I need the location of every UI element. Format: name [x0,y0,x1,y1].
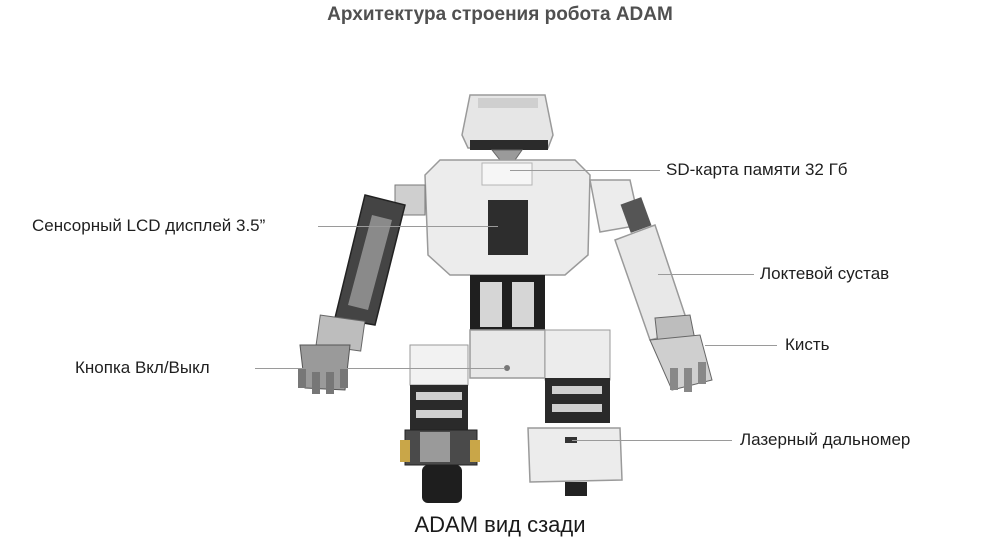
leader-elbow-joint [658,274,754,275]
leader-sd-card [510,170,660,171]
leader-lcd-display [318,226,498,227]
leader-power-button [255,368,505,369]
robot-head [462,95,553,160]
label-hand: Кисть [785,335,830,355]
label-laser-rangefinder: Лазерный дальномер [740,430,910,450]
leader-hand [705,345,777,346]
robot-left-arm [298,185,425,394]
label-power-button: Кнопка Вкл/Выкл [75,358,210,378]
label-elbow-joint: Локтевой сустав [760,264,889,284]
leader-laser-rangefinder [572,440,732,441]
label-sd-card: SD-карта памяти 32 Гб [666,160,848,180]
wheel [422,465,462,503]
lcd-screen [488,200,528,255]
diagram-caption: ADAM вид сзади [0,512,1000,538]
label-lcd-display: Сенсорный LCD дисплей 3.5” [32,216,265,236]
